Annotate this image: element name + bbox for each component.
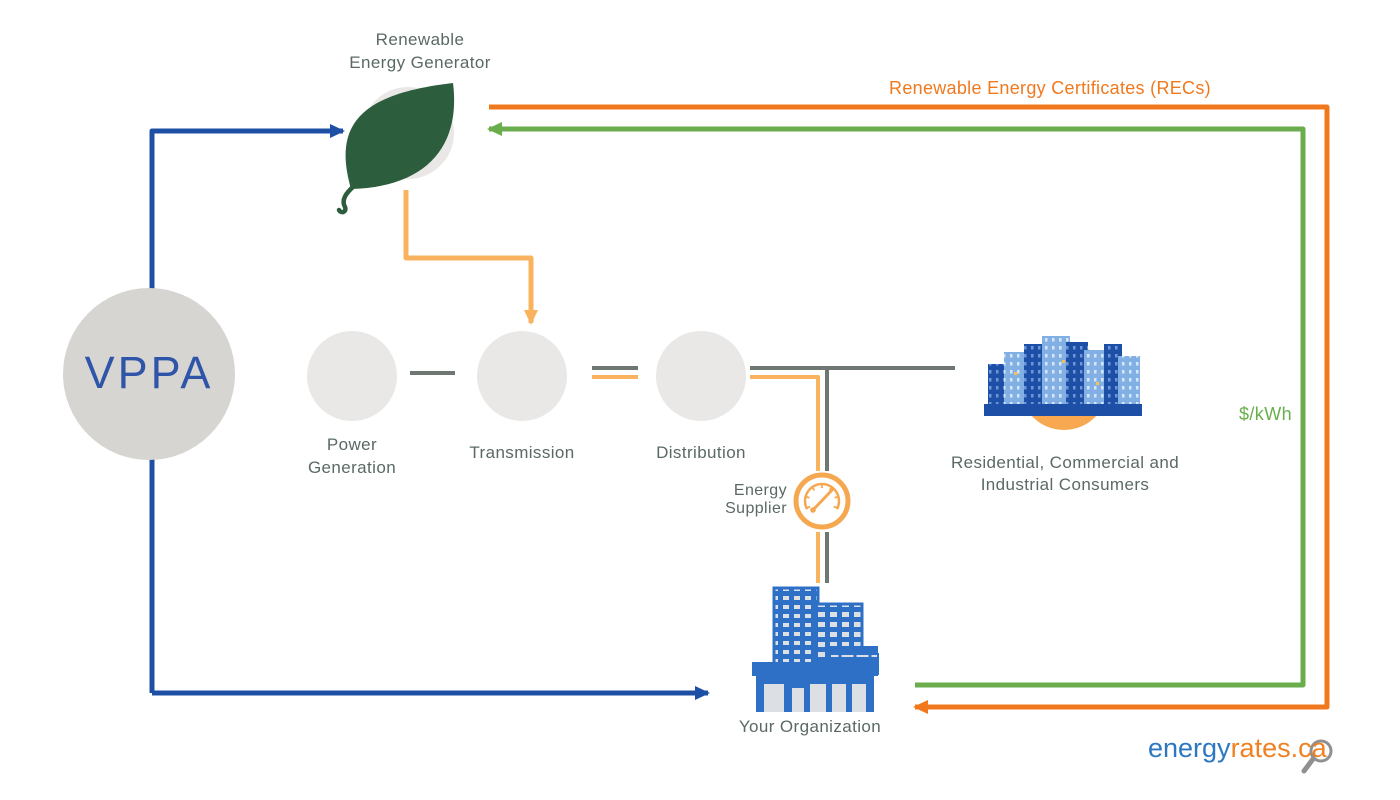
power-generation-label: Power Generation xyxy=(280,433,424,479)
generator-to-transmission-arrow xyxy=(403,190,538,325)
city-lit-window xyxy=(1062,360,1065,363)
your-organization-label: Your Organization xyxy=(738,717,882,736)
leaf-icon xyxy=(336,83,455,215)
city-lit-window xyxy=(1096,382,1099,385)
vppa-to-generator-arrow xyxy=(149,124,345,693)
generator-label-line1: Renewable xyxy=(375,30,465,49)
renewable-energy-flow xyxy=(403,190,538,325)
gauge-needle-hub xyxy=(810,507,816,513)
power-generation-label-line2: Generation xyxy=(307,458,397,477)
logo-part-energy: energy xyxy=(1148,733,1231,763)
price-arrow xyxy=(487,122,1306,688)
city-building xyxy=(1104,344,1122,406)
grid-connectors-orange xyxy=(592,375,820,583)
recs-arrow xyxy=(489,104,1330,714)
power-generation-circle xyxy=(307,331,397,421)
building-annex-roof xyxy=(830,646,878,654)
city-building xyxy=(1042,336,1070,406)
vppa-label: VPPA xyxy=(84,347,214,398)
recs-flow xyxy=(489,104,1330,714)
building-doors xyxy=(764,684,866,712)
distribution-label: Distribution xyxy=(656,443,746,462)
energy-supplier-label-line1: Energy xyxy=(733,482,787,499)
city-lit-window xyxy=(1014,372,1017,375)
transmission-circle xyxy=(477,331,567,421)
magnifier-icon xyxy=(1301,739,1333,774)
city-building xyxy=(1066,342,1088,406)
power-generation-label-line1: Power xyxy=(326,435,378,454)
gauge-icon xyxy=(793,472,851,530)
distribution-supplier-line-orange xyxy=(750,375,820,471)
vppa-contract-flow xyxy=(149,124,710,700)
distribution-circle xyxy=(656,331,746,421)
generator-label: Renewable Energy Generator xyxy=(320,28,520,74)
organization-building-icon xyxy=(752,586,879,712)
transmission-label: Transmission xyxy=(469,443,575,462)
recs-label: Renewable Energy Certificates (RECs) xyxy=(889,78,1211,98)
building-awning xyxy=(752,662,878,676)
leaf-stem xyxy=(336,183,357,215)
price-flow xyxy=(487,122,1306,688)
energyrates-logo: energyrates.ca xyxy=(1148,733,1327,764)
consumers-label: Residential, Commercial and Industrial C… xyxy=(944,452,1186,496)
city-building xyxy=(1118,356,1140,406)
energy-supplier-label: Energy Supplier xyxy=(687,482,787,518)
energy-supplier-label-line2: Supplier xyxy=(725,500,787,517)
city-building xyxy=(1024,344,1046,406)
vppa-circle xyxy=(63,288,235,460)
gauge-needle xyxy=(811,487,835,512)
generator-label-line2: Energy Generator xyxy=(349,53,491,72)
consumers-label-line2: Industrial Consumers xyxy=(980,475,1150,494)
gauge-ticks xyxy=(805,484,839,510)
price-label: $/kWh xyxy=(1238,404,1292,424)
consumers-label-line1: Residential, Commercial and xyxy=(950,453,1180,472)
logo-part-rates: rates.ca xyxy=(1230,733,1327,763)
leaf-shape xyxy=(345,83,455,189)
city-icon xyxy=(984,336,1142,430)
city-base xyxy=(984,404,1142,416)
grid-connectors xyxy=(410,366,955,583)
